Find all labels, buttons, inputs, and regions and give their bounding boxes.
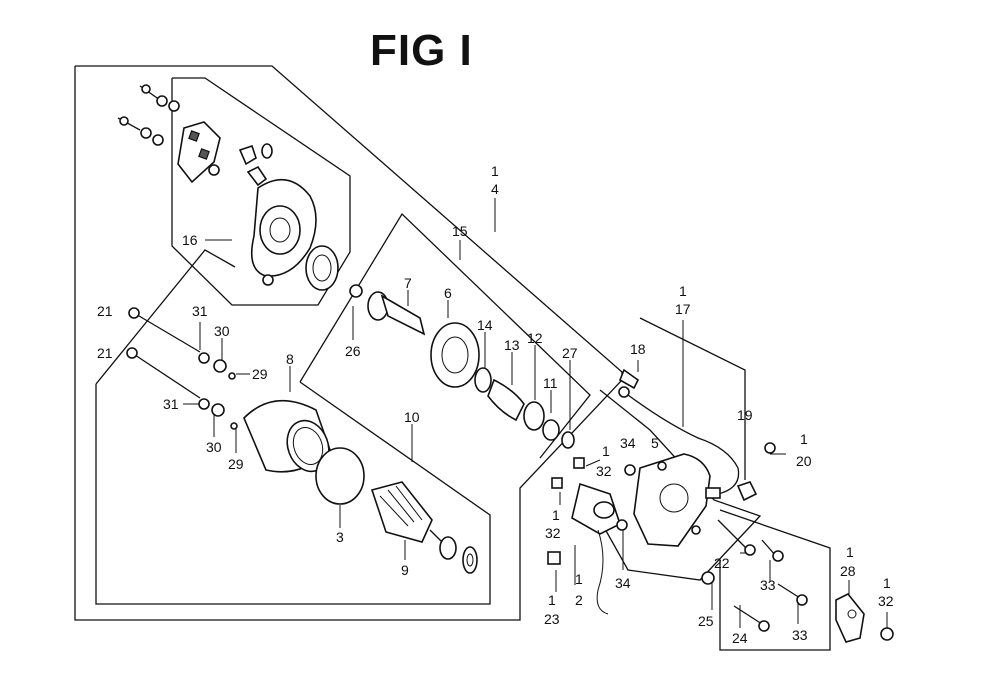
label: 6 <box>444 285 452 301</box>
label: 1 <box>800 431 808 447</box>
label: 29 <box>252 366 268 382</box>
label: 22 <box>714 555 730 571</box>
label: 18 <box>630 341 646 357</box>
label: 14 <box>477 317 493 333</box>
figure-title: FIG I <box>370 26 473 75</box>
group-10-lower-outline <box>95 381 491 605</box>
label: 5 <box>651 435 659 451</box>
motor-yoke <box>243 399 331 473</box>
label: 31 <box>163 396 179 412</box>
label: 8 <box>286 351 294 367</box>
label: 32 <box>545 525 561 541</box>
label: 30 <box>214 323 230 339</box>
label: 20 <box>796 453 812 469</box>
drive-gear-assembly <box>349 284 575 449</box>
label: 1 <box>602 443 610 459</box>
front-cover <box>633 453 711 547</box>
label: 11 <box>543 375 558 391</box>
label: 7 <box>404 275 412 291</box>
label: 1 <box>491 163 499 179</box>
label: 33 <box>760 577 776 593</box>
label: 30 <box>206 439 222 455</box>
label: 1 <box>548 592 556 608</box>
label: 27 <box>562 345 578 361</box>
label: 28 <box>840 563 856 579</box>
label: 1 <box>679 283 687 299</box>
label: 10 <box>404 409 420 425</box>
label: 33 <box>792 627 808 643</box>
callout-labels: 1 4 16 15 7 6 14 13 12 11 27 26 21 21 31… <box>97 163 894 646</box>
label: 3 <box>336 529 344 545</box>
label: 19 <box>737 407 753 423</box>
label: 1 <box>846 544 854 560</box>
label: 26 <box>345 343 361 359</box>
label: 29 <box>228 456 244 472</box>
label: 1 <box>575 571 583 587</box>
label: 21 <box>97 345 113 361</box>
label: 1 <box>552 507 560 523</box>
label: 13 <box>504 337 520 353</box>
o-ring <box>315 447 365 505</box>
group-24-outline <box>719 509 831 651</box>
label: 31 <box>192 303 208 319</box>
label: 2 <box>575 592 583 608</box>
end-cover-assembly <box>117 84 339 291</box>
label: 32 <box>878 593 894 609</box>
group-5-outline <box>599 389 762 581</box>
label: 32 <box>596 463 612 479</box>
armature <box>370 481 478 574</box>
label: 4 <box>491 181 499 197</box>
starter-cable <box>618 368 776 502</box>
label: 17 <box>675 301 691 317</box>
label: 9 <box>401 562 409 578</box>
starter-relay <box>547 457 636 615</box>
label: 34 <box>620 435 636 451</box>
fasteners <box>701 519 894 643</box>
label: 12 <box>527 330 543 346</box>
label: 21 <box>97 303 113 319</box>
label: 34 <box>615 575 631 591</box>
label: 15 <box>452 223 468 239</box>
label: 24 <box>732 630 748 646</box>
group-15-outline <box>299 212 591 459</box>
label: 23 <box>544 611 560 627</box>
label: 1 <box>883 575 891 591</box>
label: 16 <box>182 232 198 248</box>
through-bolts <box>126 307 238 430</box>
label: 25 <box>698 613 714 629</box>
group-10-outline <box>95 249 236 385</box>
